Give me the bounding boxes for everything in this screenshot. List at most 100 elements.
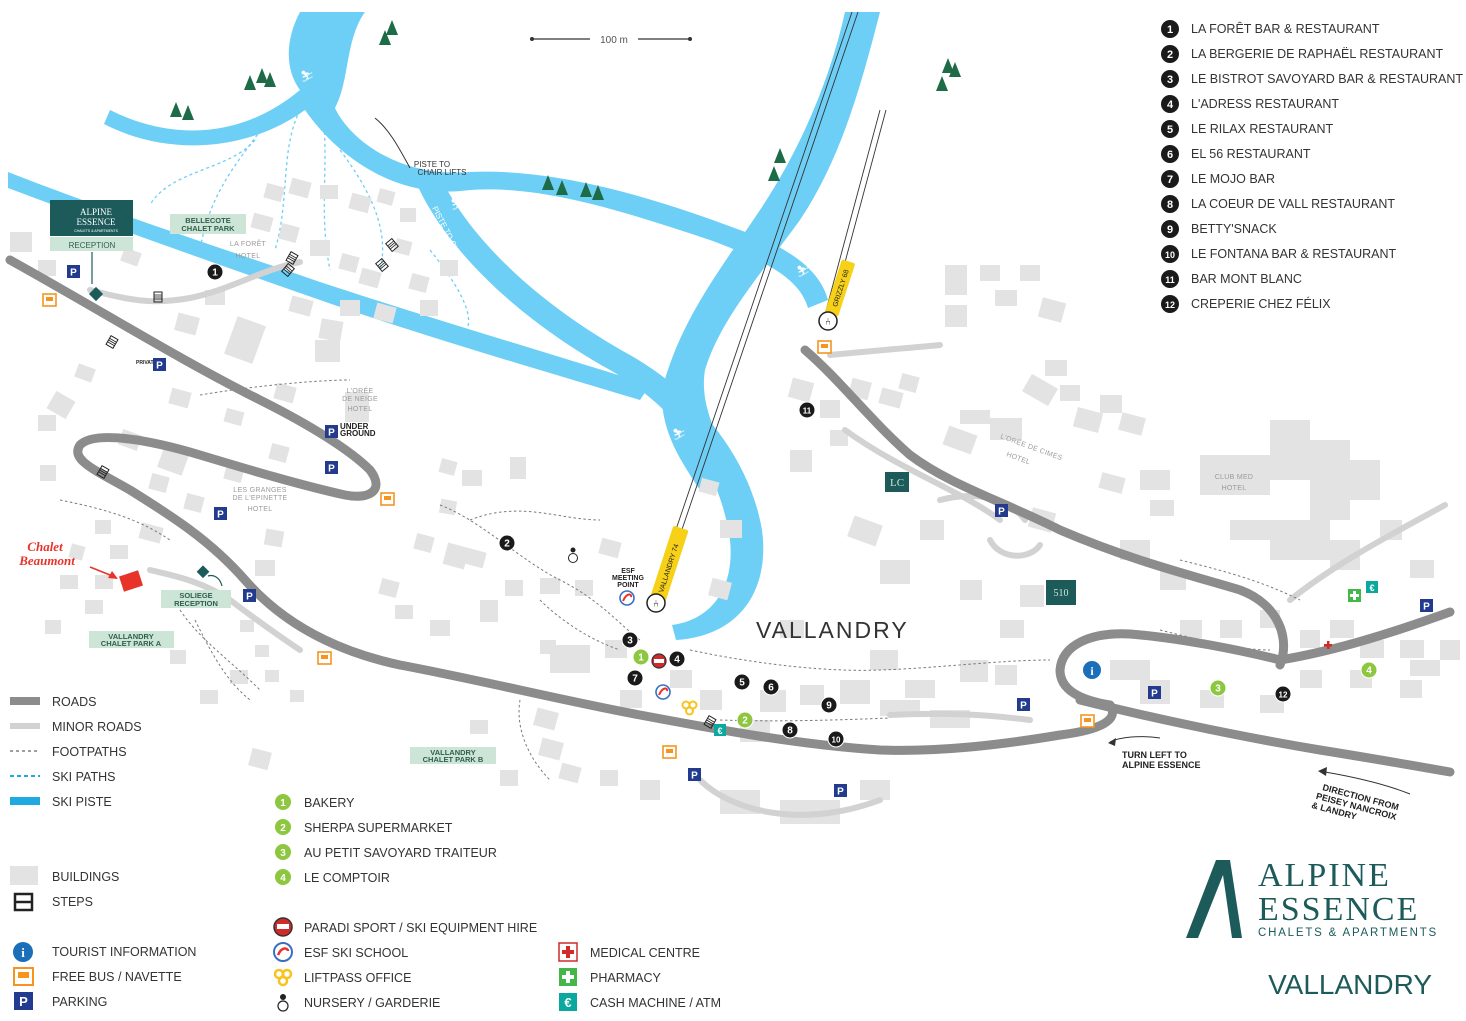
- restaurant-marker-1[interactable]: 1: [206, 263, 224, 281]
- paradi-sport-icon[interactable]: [651, 653, 667, 669]
- building: [85, 600, 103, 614]
- liftpass-icon: [273, 968, 293, 987]
- roads: [5, 255, 1455, 777]
- shop-marker-2[interactable]: 2: [736, 711, 754, 729]
- building: [500, 770, 518, 786]
- parking-icon[interactable]: P: [153, 358, 166, 372]
- parking-icon[interactable]: P: [688, 768, 701, 782]
- building: [640, 780, 660, 800]
- steps-icon: [385, 237, 399, 253]
- svg-text:VALLANDRY: VALLANDRY: [108, 632, 153, 641]
- svg-text:3: 3: [627, 636, 633, 647]
- restaurant-marker-7[interactable]: 7: [626, 669, 644, 687]
- building: [310, 240, 330, 256]
- steps-icon: [13, 892, 34, 912]
- restaurant-number-badge: [1161, 120, 1179, 138]
- restaurant-marker-3[interactable]: 3: [621, 631, 639, 649]
- shop-marker-4[interactable]: 4: [1360, 661, 1378, 679]
- chalet-beaumont-marker[interactable]: [119, 570, 143, 592]
- bus-icon[interactable]: [42, 293, 57, 307]
- bus-icon[interactable]: [817, 340, 832, 354]
- parking-icon[interactable]: P: [834, 784, 847, 798]
- brand-place: VALLANDRY: [1268, 969, 1432, 1000]
- building: [1000, 620, 1024, 638]
- building: [533, 707, 559, 731]
- restaurant-number: 7: [1167, 174, 1173, 186]
- restaurant-number-badge: [1161, 245, 1179, 263]
- esf-icon[interactable]: [619, 590, 635, 606]
- tree-icon: [182, 105, 194, 120]
- svg-text:11: 11: [803, 407, 812, 416]
- restaurant-marker-6[interactable]: 6: [762, 678, 780, 696]
- liftpass-icon[interactable]: [681, 700, 698, 716]
- svg-text:1: 1: [638, 653, 644, 664]
- svg-text:P: P: [1423, 602, 1430, 613]
- nursery-icon[interactable]: [568, 547, 578, 563]
- bus-icon[interactable]: [317, 651, 332, 665]
- restaurant-marker-11[interactable]: 11: [798, 401, 816, 419]
- bus-icon[interactable]: [380, 492, 395, 506]
- restaurant-number: 1: [1167, 24, 1173, 36]
- road-grizzly: [800, 345, 1289, 670]
- building: [1440, 640, 1460, 660]
- restaurant-marker-12[interactable]: 12: [1274, 685, 1292, 703]
- parking-icon[interactable]: P: [1017, 698, 1030, 712]
- tree-icon: [774, 148, 786, 163]
- building: [708, 577, 732, 601]
- legend-nursery: NURSERY / GARDERIE: [304, 996, 440, 1010]
- svg-text:9: 9: [826, 701, 832, 712]
- shop-name: AU PETIT SAVOYARD TRAITEUR: [304, 846, 497, 860]
- pharmacy-icon[interactable]: [1348, 589, 1361, 602]
- parking-icon[interactable]: P: [67, 265, 80, 279]
- building: [800, 685, 824, 705]
- restaurant-marker-8[interactable]: 8: [781, 721, 799, 739]
- restaurant-marker-10[interactable]: 10: [827, 730, 845, 748]
- medical-icon[interactable]: [1324, 641, 1332, 649]
- parking-icon[interactable]: P: [1420, 599, 1433, 613]
- shop-marker-3[interactable]: 3: [1209, 679, 1227, 697]
- building: [290, 690, 304, 702]
- lift-grizzly-68[interactable]: GRIZZLY 68: [825, 259, 856, 317]
- esf-icon[interactable]: [655, 684, 671, 700]
- ski-pistes: [8, 12, 880, 640]
- restaurant-marker-9[interactable]: 9: [820, 696, 838, 714]
- bus-icon[interactable]: [1080, 714, 1095, 728]
- restaurant-marker-2[interactable]: 2: [498, 534, 516, 552]
- building: [240, 620, 254, 632]
- parking-icon[interactable]: P: [325, 461, 338, 475]
- pharmacy-icon: [559, 968, 577, 986]
- restaurant-name: EL 56 RESTAURANT: [1191, 147, 1311, 161]
- building: [148, 472, 170, 494]
- building: [250, 212, 274, 233]
- reception-logo[interactable]: ALPINE ESSENCE CHALETS & APARTMENTS RECE…: [50, 200, 133, 251]
- bus-icon[interactable]: [662, 745, 677, 759]
- building: [1350, 460, 1380, 500]
- restaurant-number-badge: [1161, 295, 1179, 313]
- parking-icon[interactable]: P: [995, 504, 1008, 518]
- tree-icon: [949, 62, 961, 77]
- parking-icon[interactable]: P: [325, 425, 338, 439]
- building: [1330, 620, 1354, 638]
- atm-icon[interactable]: €: [714, 724, 726, 736]
- parking-icon[interactable]: P: [1148, 686, 1161, 700]
- svg-text:⛷: ⛷: [672, 429, 686, 441]
- scale-bar: 100 m: [530, 35, 692, 46]
- building: [1150, 500, 1174, 516]
- parking-icon[interactable]: P: [243, 589, 256, 603]
- svg-text:HOTEL: HOTEL: [1005, 451, 1031, 466]
- tree-icon: [942, 58, 954, 73]
- tree-icon: [580, 182, 592, 197]
- restaurant-marker-4[interactable]: 4: [668, 650, 686, 668]
- restaurant-marker-5[interactable]: 5: [733, 673, 751, 691]
- building: [345, 392, 369, 422]
- atm-icon[interactable]: €: [1366, 581, 1378, 593]
- tree-icon: [379, 30, 391, 45]
- reception-marker[interactable]: [88, 286, 104, 302]
- parking-icon[interactable]: P: [214, 507, 227, 521]
- svg-text:⛷: ⛷: [796, 266, 810, 278]
- parking-icon: P: [14, 992, 33, 1010]
- shop-marker-1[interactable]: 1: [632, 648, 650, 666]
- building: [255, 645, 269, 657]
- tourist-info-icon[interactable]: i: [1083, 661, 1101, 679]
